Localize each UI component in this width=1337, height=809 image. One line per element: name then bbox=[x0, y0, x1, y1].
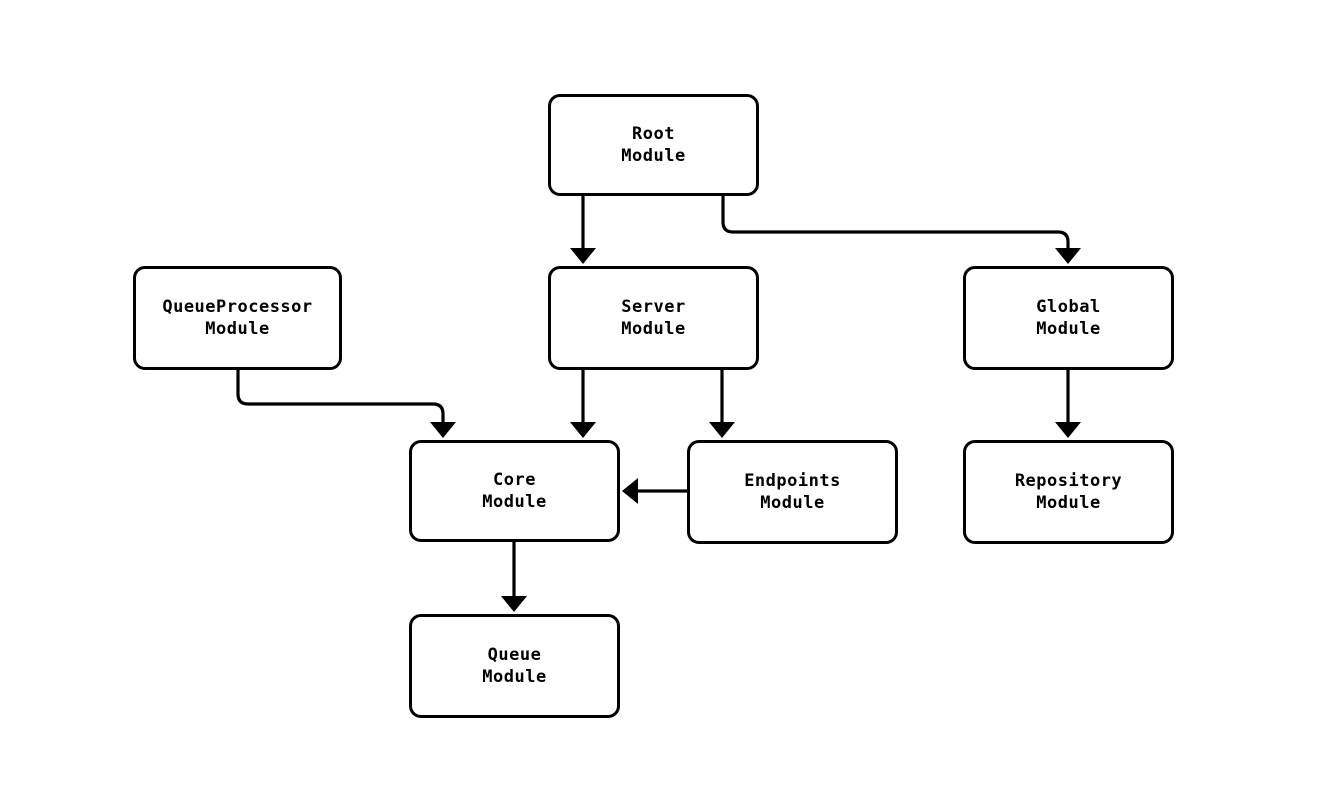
arrowhead-core-queue bbox=[501, 596, 527, 612]
node-server-module-label: Server Module bbox=[621, 297, 686, 339]
edge-root-global bbox=[721, 196, 1070, 250]
node-root-module-label: Root Module bbox=[621, 124, 686, 166]
node-repository-module-label: Repository Module bbox=[1014, 471, 1123, 513]
node-core-module-label: Core Module bbox=[482, 470, 547, 512]
node-endpoints-module-label: Endpoints Module bbox=[744, 471, 841, 513]
node-queue-module[interactable]: Queue Module bbox=[409, 614, 620, 718]
arrowhead-global-repository bbox=[1055, 422, 1081, 438]
node-global-module-label: Global Module bbox=[1036, 297, 1101, 339]
arrowhead-root-server bbox=[570, 248, 596, 264]
arrowhead-endpoints-core bbox=[622, 478, 638, 504]
node-queueprocessor-module[interactable]: QueueProcessor Module bbox=[133, 266, 342, 370]
arrowhead-queueprocessor-core bbox=[430, 422, 456, 438]
node-global-module[interactable]: Global Module bbox=[963, 266, 1174, 370]
node-endpoints-module[interactable]: Endpoints Module bbox=[687, 440, 898, 544]
arrowhead-root-global bbox=[1055, 248, 1081, 264]
node-root-module[interactable]: Root Module bbox=[548, 94, 759, 196]
arrowhead-server-core bbox=[570, 422, 596, 438]
node-server-module[interactable]: Server Module bbox=[548, 266, 759, 370]
node-queueprocessor-module-label: QueueProcessor Module bbox=[162, 297, 313, 339]
node-queue-module-label: Queue Module bbox=[482, 645, 547, 687]
node-repository-module[interactable]: Repository Module bbox=[963, 440, 1174, 544]
edge-queueprocessor-core bbox=[236, 370, 445, 424]
node-core-module[interactable]: Core Module bbox=[409, 440, 620, 542]
arrowhead-server-endpoints bbox=[709, 422, 735, 438]
